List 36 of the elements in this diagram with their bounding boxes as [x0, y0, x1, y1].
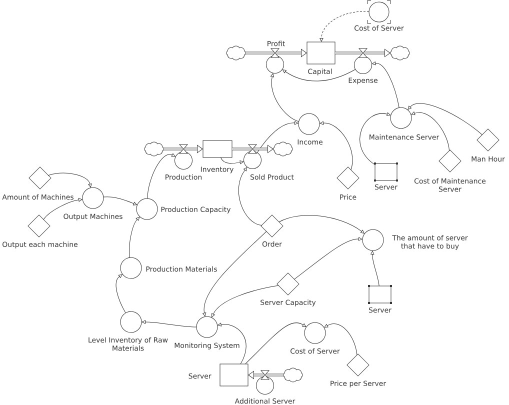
arrow — [294, 237, 362, 280]
arrow — [257, 121, 298, 153]
dashed-arrow — [320, 11, 370, 42]
flow-pipe — [248, 370, 284, 380]
arrow — [142, 320, 197, 328]
flow-pipe — [232, 144, 274, 154]
cloud — [226, 46, 246, 60]
arrow — [270, 73, 300, 122]
arrow — [202, 231, 267, 316]
arrow — [48, 172, 92, 188]
arrow — [212, 285, 279, 318]
arrow — [238, 167, 262, 226]
arrow — [220, 157, 244, 164]
cloud — [390, 46, 410, 60]
arrow — [411, 112, 450, 151]
arrow — [324, 324, 358, 356]
cloud — [283, 368, 303, 382]
cloud — [273, 142, 293, 156]
arrow — [278, 215, 364, 234]
arrow — [245, 322, 306, 364]
arrow — [147, 153, 176, 199]
arrow — [372, 62, 400, 108]
cloud — [144, 142, 164, 156]
arrow — [320, 121, 353, 170]
flow-pipe — [335, 48, 390, 58]
arrow — [360, 112, 391, 165]
arrow — [116, 274, 126, 314]
arrow — [282, 69, 356, 82]
arrow — [218, 322, 246, 364]
flow-pipe — [164, 144, 203, 154]
arrow — [408, 103, 482, 136]
arrow — [129, 216, 140, 258]
arrow — [370, 250, 380, 286]
flow-pipe — [246, 48, 307, 58]
arrow — [43, 198, 82, 220]
arrow — [103, 196, 137, 206]
